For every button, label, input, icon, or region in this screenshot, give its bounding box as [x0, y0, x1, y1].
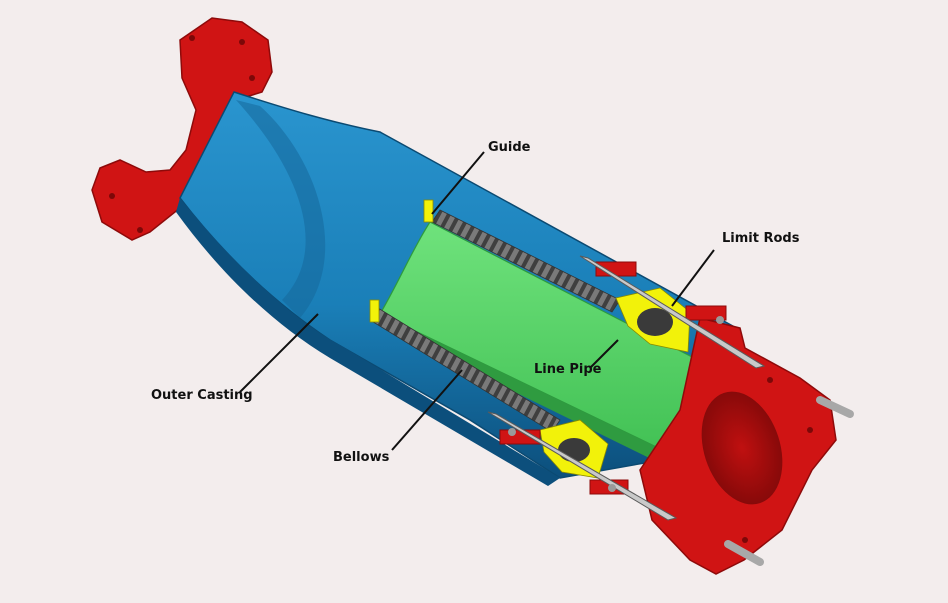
leader-lines [239, 151, 715, 451]
outer-casting-leader [239, 313, 319, 393]
bellows-leader [391, 369, 463, 451]
line-pipe-label: Line Pipe [534, 362, 602, 377]
bellows-label: Bellows [333, 450, 390, 465]
limit-rods-label: Limit Rods [722, 231, 800, 246]
limit-rods-leader [671, 249, 715, 307]
guide [369, 199, 691, 479]
limit-rods [487, 255, 854, 566]
line-pipe-leader [589, 339, 619, 369]
guide-label: Guide [488, 140, 531, 155]
guide-leader [431, 151, 485, 215]
outer-casting-label: Outer Casting [151, 388, 253, 403]
